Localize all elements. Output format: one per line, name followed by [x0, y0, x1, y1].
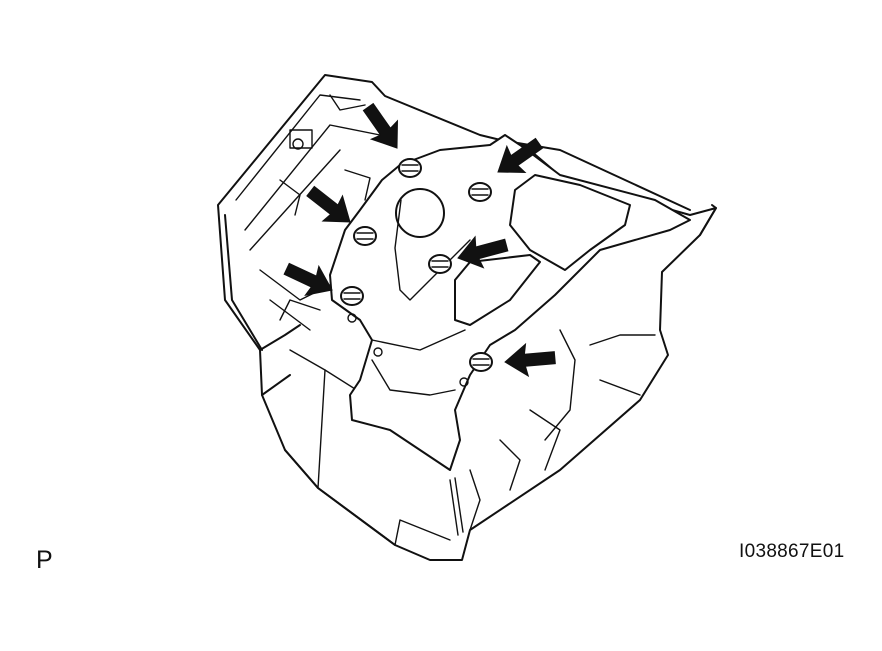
arrow-icon: [283, 102, 556, 378]
view-label: P: [36, 546, 53, 574]
bolt-icon: [340, 158, 493, 372]
figure-id: I038867E01: [739, 541, 845, 562]
bracket-plate: [329, 134, 691, 471]
